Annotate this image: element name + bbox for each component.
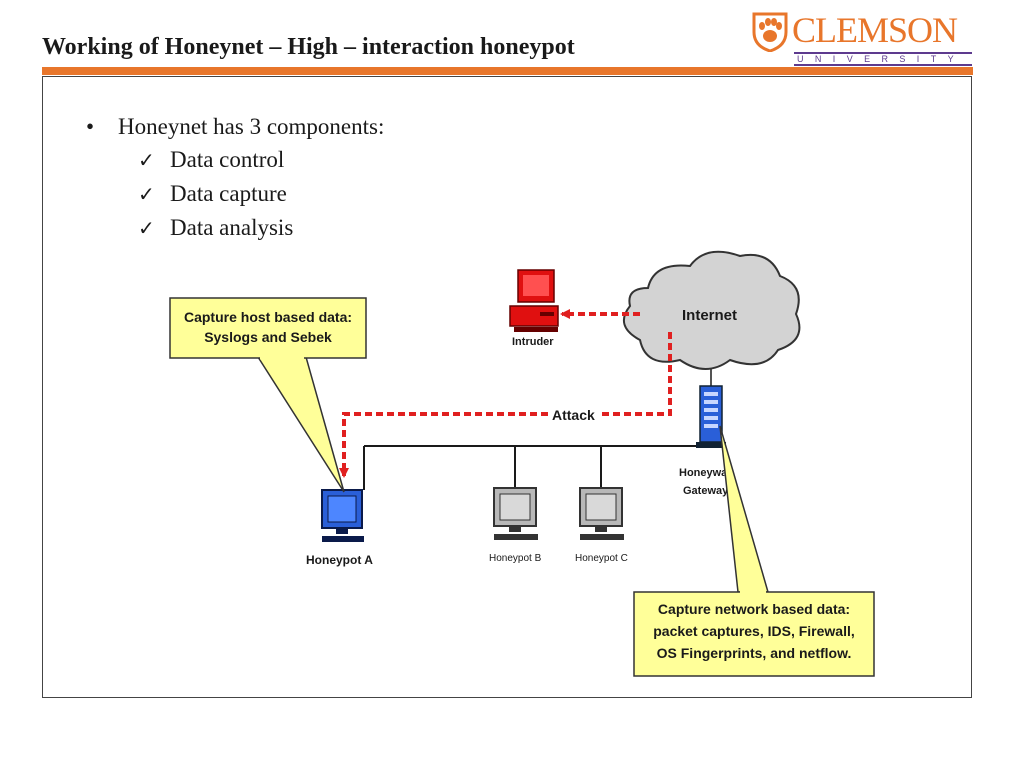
sub-bullet-text: Data capture [170,181,287,206]
sub-bullet-text: Data control [170,147,285,172]
honeypot-c-computer-icon [579,487,624,540]
checkmark-icon: ✓ [138,216,155,240]
checkmark-icon: ✓ [138,148,155,172]
honeypot-c-label: Honeypot C [575,553,628,564]
sub-bullet-data-control: ✓ Data control [86,147,384,181]
bullet-dot-icon: • [86,114,95,139]
intruder-label: Intruder [512,336,554,348]
sub-bullet-data-analysis: ✓ Data analysis [86,215,384,249]
checkmark-icon: ✓ [138,182,155,206]
honeypot-b-label: Honeypot B [489,553,542,564]
callout-host-line1: Capture host based data: [184,309,352,325]
bullet-main-text: Honeynet has 3 components: [118,114,385,139]
honeypot-a-computer-icon [321,489,364,542]
bullet-main: • Honeynet has 3 components: [86,114,384,147]
clemson-logo: CLEMSON UNIVERSITY [752,10,974,66]
callout-network-line2: packet captures, IDS, Firewall, [653,623,855,639]
callout-network-line3: OS Fingerprints, and netflow. [657,645,852,661]
logo-wordmark: CLEMSON [792,10,958,50]
honeywall-gateway-icon [696,385,726,448]
callout-network-data [633,425,875,677]
callout-network-line1: Capture network based data: [658,601,850,617]
attack-path [339,309,672,478]
callout-host-data [169,297,367,493]
gateway-label-line1: Honeywall [679,467,733,479]
title-divider [42,67,973,75]
attack-label: Attack [552,407,595,423]
network-backbone [363,368,712,490]
honeypot-a-label: Honeypot A [306,553,373,567]
internet-label: Internet [682,307,737,324]
callout-host-line2: Syslogs and Sebek [204,329,332,345]
tiger-paw-shield-icon [752,12,788,52]
gateway-label-line2: Gateway [683,485,729,497]
honeypot-b-computer-icon [493,487,538,540]
intruder-computer-icon [509,269,559,332]
sub-bullet-text: Data analysis [170,215,294,240]
sub-bullet-data-capture: ✓ Data capture [86,181,384,215]
logo-subtitle: UNIVERSITY [794,52,972,66]
bullet-list: • Honeynet has 3 components: ✓ Data cont… [86,114,384,249]
internet-cloud-icon [622,250,801,370]
slide-title: Working of Honeynet – High – interaction… [42,34,575,60]
